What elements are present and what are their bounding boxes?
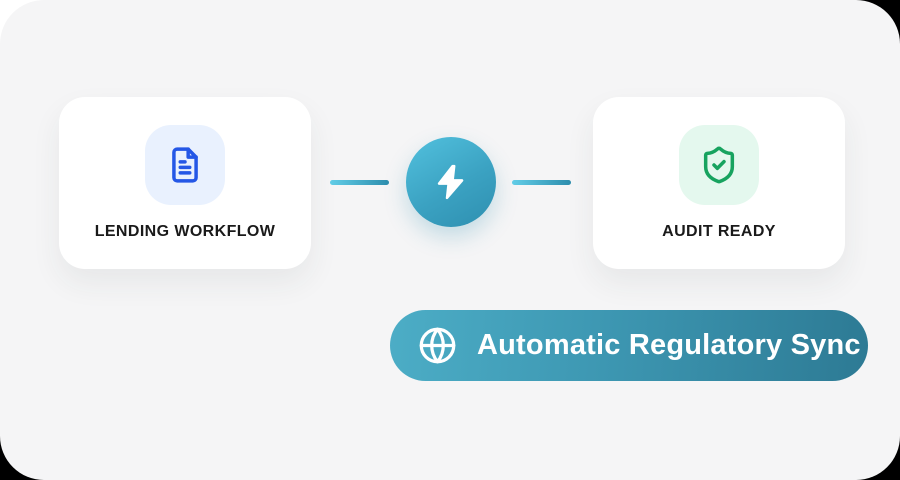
connector-line-left — [330, 180, 389, 185]
node-audit-ready: AUDIT READY — [593, 97, 845, 269]
node-label-lending-workflow: LENDING WORKFLOW — [94, 223, 276, 240]
regulatory-sync-badge: Automatic Regulatory Sync — [390, 310, 868, 381]
node-label-audit-ready: AUDIT READY — [662, 223, 776, 240]
lightning-icon — [432, 163, 470, 201]
connector-line-right — [512, 180, 571, 185]
shield-check-icon — [679, 125, 759, 205]
document-icon — [145, 125, 225, 205]
globe-icon — [417, 325, 458, 366]
sync-hub-circle — [406, 137, 496, 227]
node-lending-workflow: LENDING WORKFLOW — [59, 97, 311, 269]
badge-label: Automatic Regulatory Sync — [477, 329, 861, 361]
